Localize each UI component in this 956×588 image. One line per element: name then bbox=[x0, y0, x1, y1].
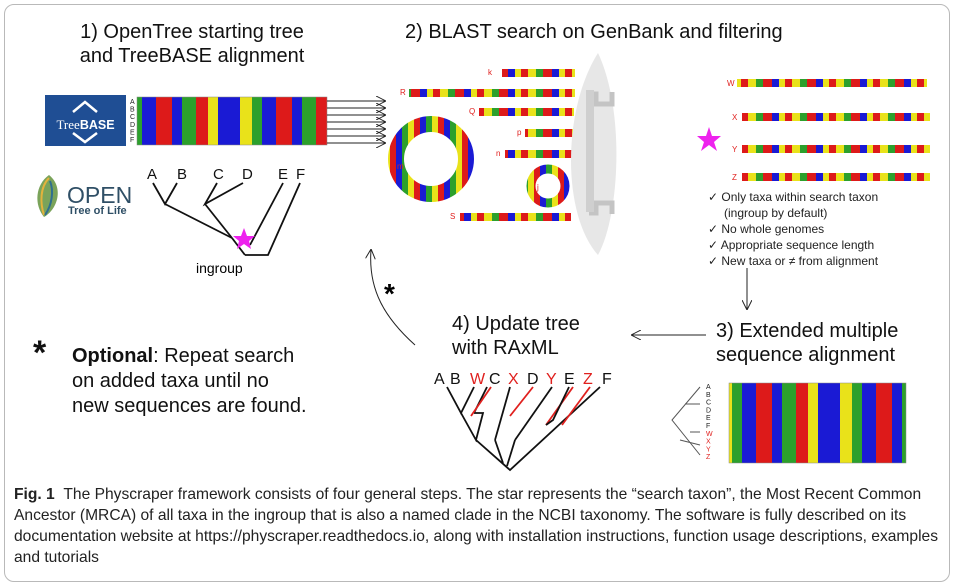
extended-row-label: X bbox=[706, 439, 711, 446]
treebase-logo-text: TreeBASE bbox=[56, 117, 115, 132]
tree-tip-label: E bbox=[278, 166, 288, 183]
extended-row-label: C bbox=[706, 400, 711, 407]
tree-tip-label: F bbox=[296, 166, 305, 183]
blast-hit-label: n bbox=[496, 149, 500, 158]
blast-hit-sequences bbox=[409, 69, 578, 221]
blast-hit-circular bbox=[388, 116, 570, 208]
extended-row-label: W bbox=[706, 431, 713, 438]
updated-tree bbox=[446, 386, 601, 472]
extended-row-label: Y bbox=[706, 446, 711, 453]
alignment-row-label: F bbox=[130, 137, 134, 144]
updated-tree-tip-label: W bbox=[470, 371, 486, 388]
filtered-sequence-label: Y bbox=[732, 145, 738, 154]
criterion-1-note: (ingroup by default) bbox=[724, 206, 828, 220]
ingroup-star-icon bbox=[233, 228, 255, 249]
extended-alignment-mini-tree bbox=[671, 386, 701, 456]
blast-hit-label: Q bbox=[469, 107, 475, 116]
step2-title: 2) BLAST search on GenBank and filtering bbox=[405, 21, 783, 43]
tree-tip-label: D bbox=[242, 166, 253, 183]
tree-tip-label: C bbox=[213, 166, 224, 183]
treebase-chevron-icon bbox=[72, 100, 98, 144]
criterion-1: ✓ Only taxa within search taxon bbox=[708, 190, 879, 204]
extended-row-label: E bbox=[706, 415, 711, 422]
blast-hit-labels: kR Qp n m jS bbox=[397, 68, 539, 221]
filtered-sequence-label: Z bbox=[732, 173, 737, 182]
alignment-arrows bbox=[327, 101, 385, 143]
initial-alignment bbox=[136, 96, 328, 146]
blast-hit-label: S bbox=[450, 212, 455, 221]
extended-row-label: B bbox=[706, 392, 711, 399]
filter-lens-icon bbox=[571, 53, 617, 255]
optional-note-line2: on added taxa until no bbox=[72, 370, 269, 392]
updated-tree-tip-label: C bbox=[489, 371, 501, 388]
updated-tree-tip-label: E bbox=[564, 371, 575, 388]
updated-tree-tip-label: D bbox=[527, 371, 539, 388]
opentree-logo-text: OPEN bbox=[67, 182, 133, 208]
search-taxon-star-icon bbox=[697, 127, 721, 151]
step1-title-line2: and TreeBASE alignment bbox=[79, 45, 305, 67]
alignment-row-label: B bbox=[130, 107, 135, 114]
figure-caption: Fig. 1 The Physcraper framework consists… bbox=[14, 484, 944, 568]
updated-tree-tip-label: Z bbox=[583, 371, 593, 388]
alignment-row-label: E bbox=[130, 129, 135, 136]
step3-title-line1: 3) Extended multiple bbox=[716, 320, 899, 342]
blast-hit-label: R bbox=[400, 88, 406, 97]
step4-title-line2: with RAxML bbox=[452, 337, 559, 359]
optional-asterisk: * bbox=[33, 334, 47, 372]
filtered-sequence-label: X bbox=[732, 113, 738, 122]
tree-tip-label: A bbox=[147, 166, 157, 183]
step4-title: 4) Update tree with RAxML bbox=[452, 312, 580, 360]
optional-note-line3: new sequences are found. bbox=[72, 395, 307, 417]
blast-hit-label: j bbox=[536, 183, 539, 192]
opentree-logo-subtext: Tree of Life bbox=[68, 205, 127, 217]
alignment-row-label: D bbox=[130, 122, 135, 129]
updated-tree-tip-label: Y bbox=[546, 371, 557, 388]
loop-arrow bbox=[371, 250, 416, 346]
updated-tree-tip-label: B bbox=[450, 371, 461, 388]
alignment-row-label: A bbox=[130, 99, 135, 106]
caption-text: The Physcraper framework consists of fou… bbox=[14, 486, 939, 566]
blast-hit-label: k bbox=[488, 68, 493, 77]
initial-tree bbox=[152, 182, 301, 256]
updated-tree-tip-label: A bbox=[434, 371, 445, 388]
opentree-leaf-icon bbox=[37, 175, 58, 217]
optional-note: Optional: Repeat search on added taxa un… bbox=[72, 344, 307, 419]
blast-hit-label: m bbox=[397, 162, 404, 171]
step1-title: 1) OpenTree starting tree and TreeBASE a… bbox=[62, 20, 322, 68]
step3-title-line2: sequence alignment bbox=[716, 344, 896, 366]
step3-title: 3) Extended multiple sequence alignment bbox=[716, 319, 898, 367]
extended-row-label: Z bbox=[706, 454, 711, 461]
criterion-3: ✓ Appropriate sequence length bbox=[708, 238, 875, 252]
optional-note-line1: : Repeat search bbox=[153, 345, 295, 367]
extended-row-label: D bbox=[706, 407, 711, 414]
tree-tip-label: B bbox=[177, 166, 187, 183]
treebase-logo: TreeBASE bbox=[45, 95, 126, 146]
step1-title-line1: 1) OpenTree starting tree bbox=[80, 21, 304, 43]
updated-tree-tip-label: X bbox=[508, 371, 519, 388]
criterion-2: ✓ No whole genomes bbox=[708, 222, 825, 236]
loop-asterisk: * bbox=[384, 278, 395, 309]
blast-hit-label: p bbox=[517, 128, 522, 137]
figure-frame bbox=[4, 4, 950, 582]
extended-alignment bbox=[728, 382, 907, 464]
extended-row-label: A bbox=[706, 384, 711, 391]
criterion-4: ✓ New taxa or ≠ from alignment bbox=[708, 254, 879, 268]
optional-note-bold: Optional bbox=[72, 345, 154, 367]
caption-label: Fig. 1 bbox=[14, 486, 55, 503]
alignment-row-label: C bbox=[130, 114, 135, 121]
updated-tree-tip-label: F bbox=[602, 371, 612, 388]
ingroup-label: ingroup bbox=[196, 260, 243, 276]
filtered-sequence-label: W bbox=[727, 79, 735, 88]
filtered-sequences bbox=[737, 79, 930, 181]
step4-title-line1: 4) Update tree bbox=[452, 313, 580, 335]
extended-row-label: F bbox=[706, 423, 710, 430]
filtered-sequence-labels: W X Y Z bbox=[727, 79, 738, 182]
